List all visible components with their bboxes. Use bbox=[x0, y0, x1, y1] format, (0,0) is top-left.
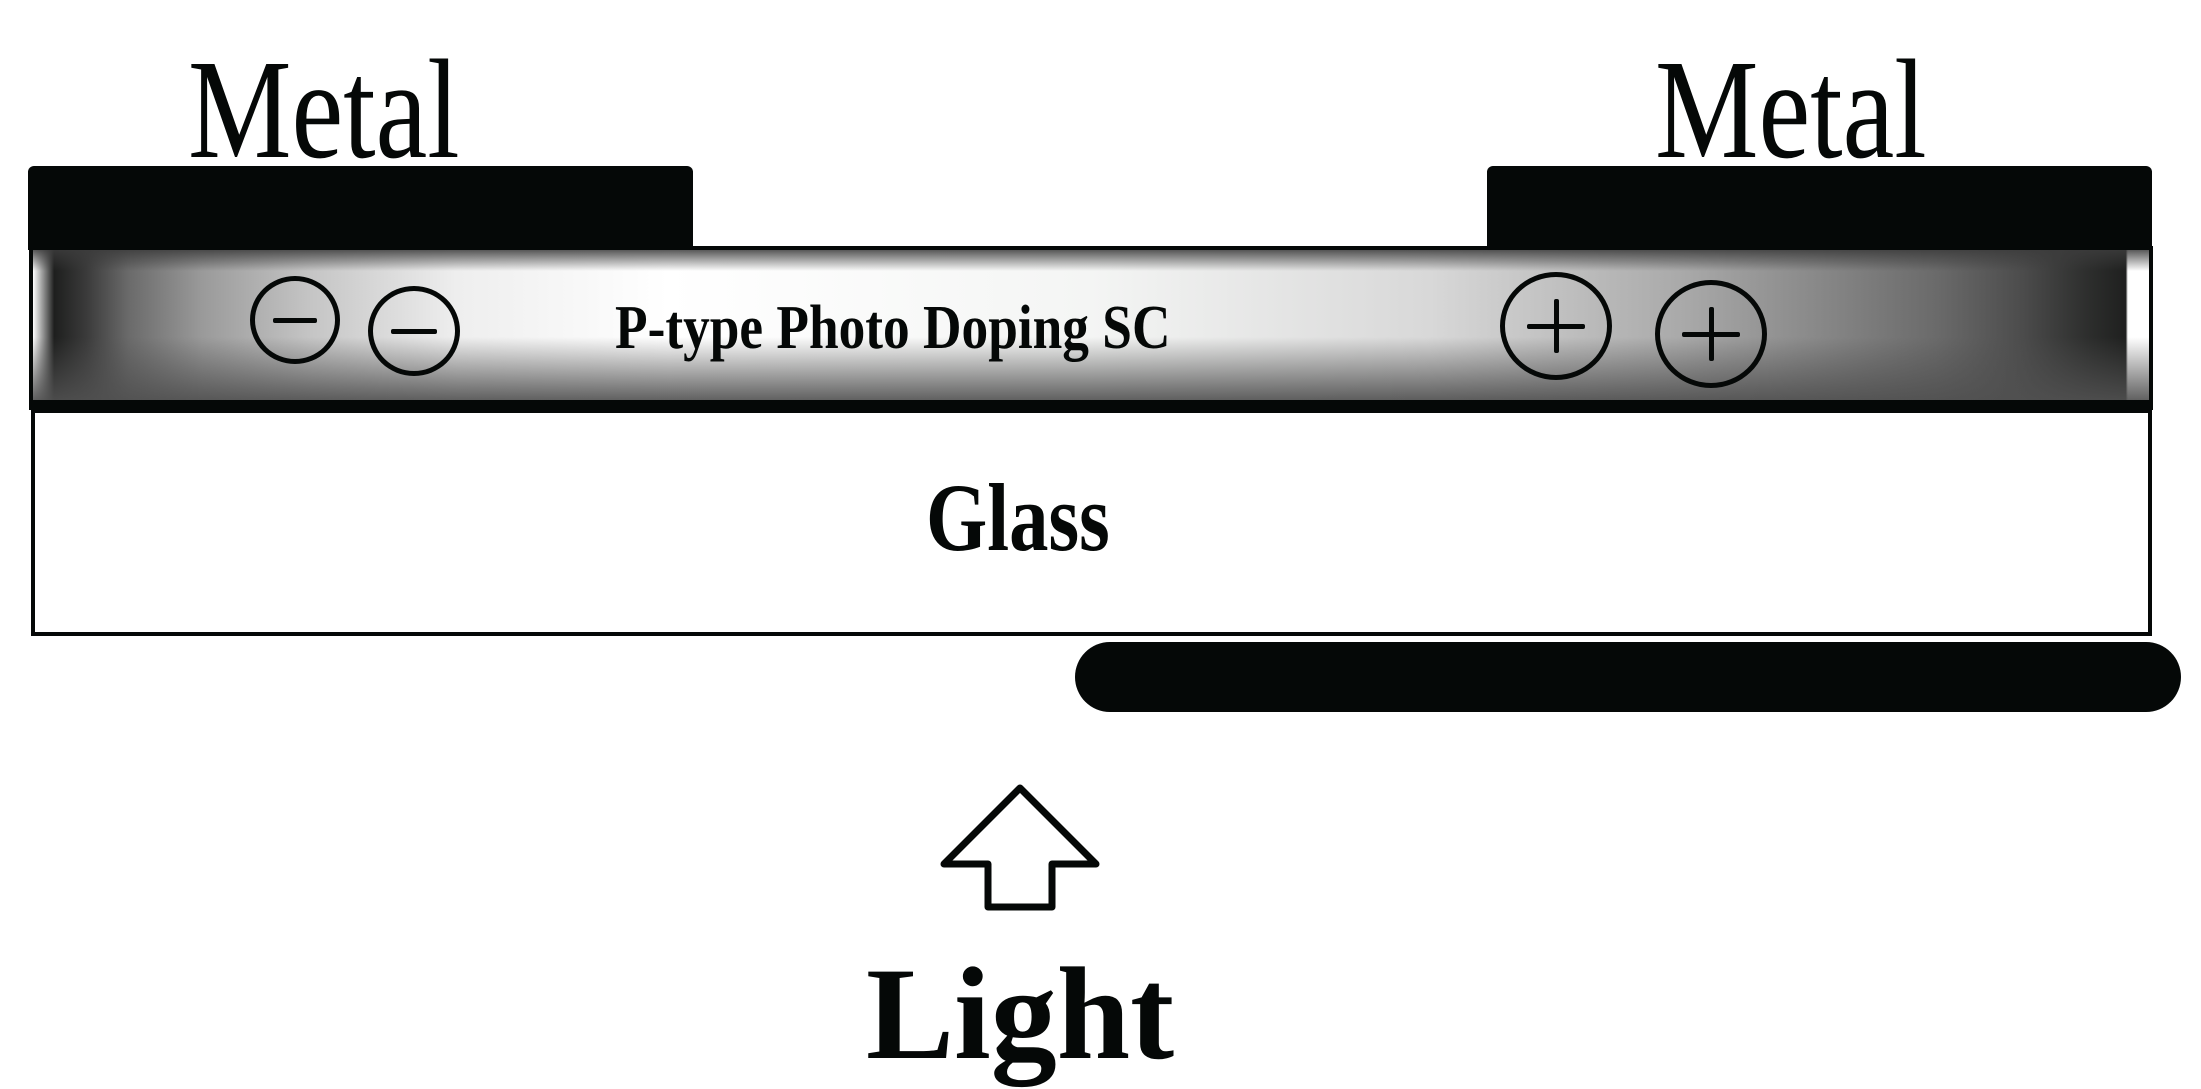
metal-contact-left bbox=[28, 166, 693, 250]
metal-contact-right bbox=[1487, 166, 2152, 250]
up-arrow-icon bbox=[940, 784, 1100, 911]
light-label: Light bbox=[866, 940, 1175, 1087]
positive-charge-icon bbox=[1500, 272, 1612, 380]
negative-charge-icon bbox=[368, 286, 460, 376]
glass-label: Glass bbox=[926, 464, 1110, 571]
semiconductor-label: P-type Photo Doping SC bbox=[615, 294, 1171, 362]
negative-charge-icon bbox=[250, 276, 340, 364]
glass-substrate bbox=[31, 409, 2152, 636]
positive-charge-icon bbox=[1655, 280, 1767, 388]
metal-right-label: Metal bbox=[1655, 30, 1927, 188]
bottom-opaque-bar bbox=[1075, 642, 2181, 712]
metal-left-label: Metal bbox=[188, 30, 460, 188]
